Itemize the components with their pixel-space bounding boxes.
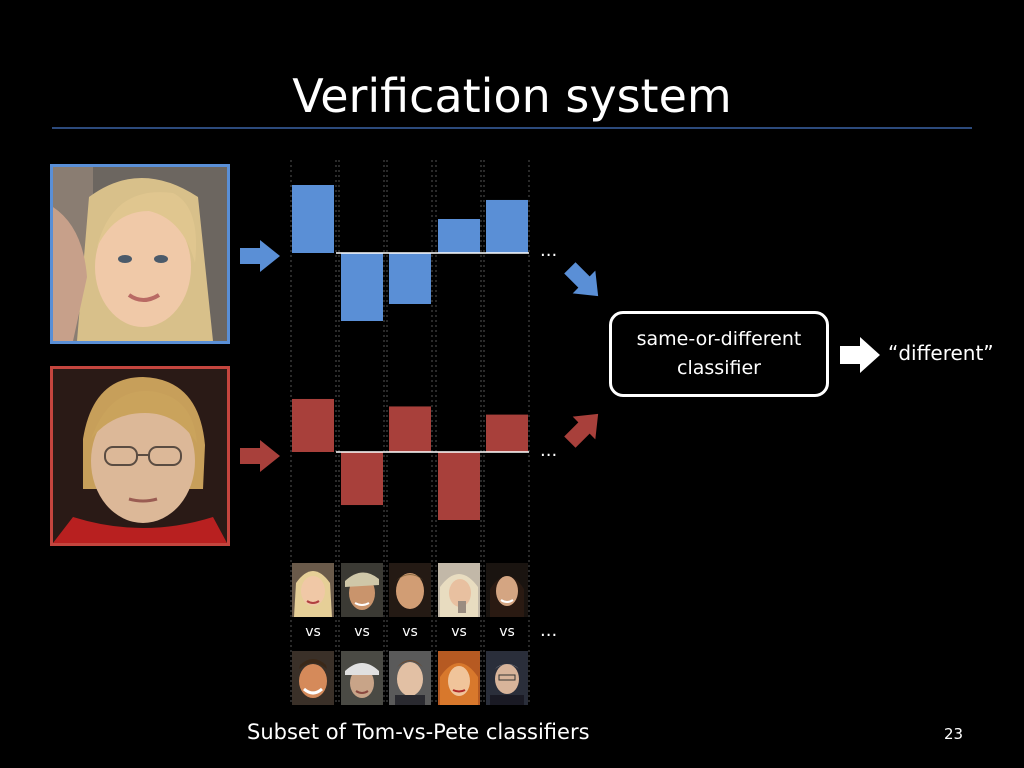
thumbnail-image (292, 651, 334, 705)
thumbnail-top-1 (292, 563, 334, 617)
title-divider (52, 127, 972, 129)
thumbnail-top-5 (486, 563, 528, 617)
thumbnail-image (341, 651, 383, 705)
thumbnail-image (341, 563, 383, 617)
thumbnail-top-3 (389, 563, 431, 617)
feature-b-bar-3 (389, 406, 431, 452)
feature-b-bar-4 (438, 452, 480, 520)
feature-bars-a (292, 185, 528, 321)
feature-a-bar-4 (438, 219, 480, 253)
feature-a-bar-3 (389, 253, 431, 304)
right-arrow-icon-b (240, 440, 280, 472)
right-arrow-icon-output (840, 337, 880, 373)
ellipsis-bars-b: ... (540, 440, 558, 461)
diagonal-arrow-icon-a (564, 262, 599, 297)
vs-label: vs (402, 624, 418, 640)
thumbnail-bottom-2 (341, 651, 383, 705)
thumbnail-image (438, 563, 480, 617)
feature-b-bar-5 (486, 414, 528, 452)
right-arrow-icon-a (240, 240, 280, 272)
column-guides (290, 160, 530, 705)
thumbnail-top-4 (438, 563, 480, 617)
thumbnail-image (292, 563, 334, 617)
face-image-b (53, 369, 227, 543)
vs-label: vs (499, 624, 515, 640)
slide-title: Verification system (292, 69, 732, 123)
vs-label: vs (354, 624, 370, 640)
diagonal-arrow-icon-b (564, 413, 599, 448)
thumbnail-image (486, 563, 528, 617)
feature-b-bar-1 (292, 398, 334, 452)
thumbnail-bottom-1 (292, 651, 334, 705)
slide-caption: Subset of Tom-vs-Pete classifiers (247, 720, 590, 744)
feature-a-bar-2 (341, 253, 383, 321)
thumbnail-bottom-3 (389, 651, 431, 705)
face-photo-b (50, 366, 230, 546)
classifier-label-line1: same-or-different (636, 328, 802, 350)
vs-label: vs (451, 624, 467, 640)
ellipsis-thumbs: ... (540, 620, 558, 641)
thumbnail-image (389, 651, 431, 705)
thumbnail-image (438, 651, 480, 705)
thumbnail-bottom-4 (438, 651, 480, 705)
thumbnail-top-2 (341, 563, 383, 617)
thumbnail-image (486, 651, 528, 705)
same-or-different-classifier-box: same-or-different classifier (609, 311, 829, 397)
output-label: “different” (888, 341, 994, 365)
vs-label: vs (305, 624, 321, 640)
face-photo-a (50, 164, 230, 344)
feature-a-bar-5 (486, 199, 528, 253)
classifier-label-line2: classifier (677, 357, 761, 379)
feature-b-bar-2 (341, 452, 383, 506)
ellipsis-bars-a: ... (540, 240, 558, 261)
feature-bars-b (292, 398, 528, 520)
page-number: 23 (944, 725, 964, 743)
thumbnail-bottom-5 (486, 651, 528, 705)
feature-a-bar-1 (292, 185, 334, 253)
thumbnail-image (389, 563, 431, 617)
face-image-a (53, 167, 227, 341)
